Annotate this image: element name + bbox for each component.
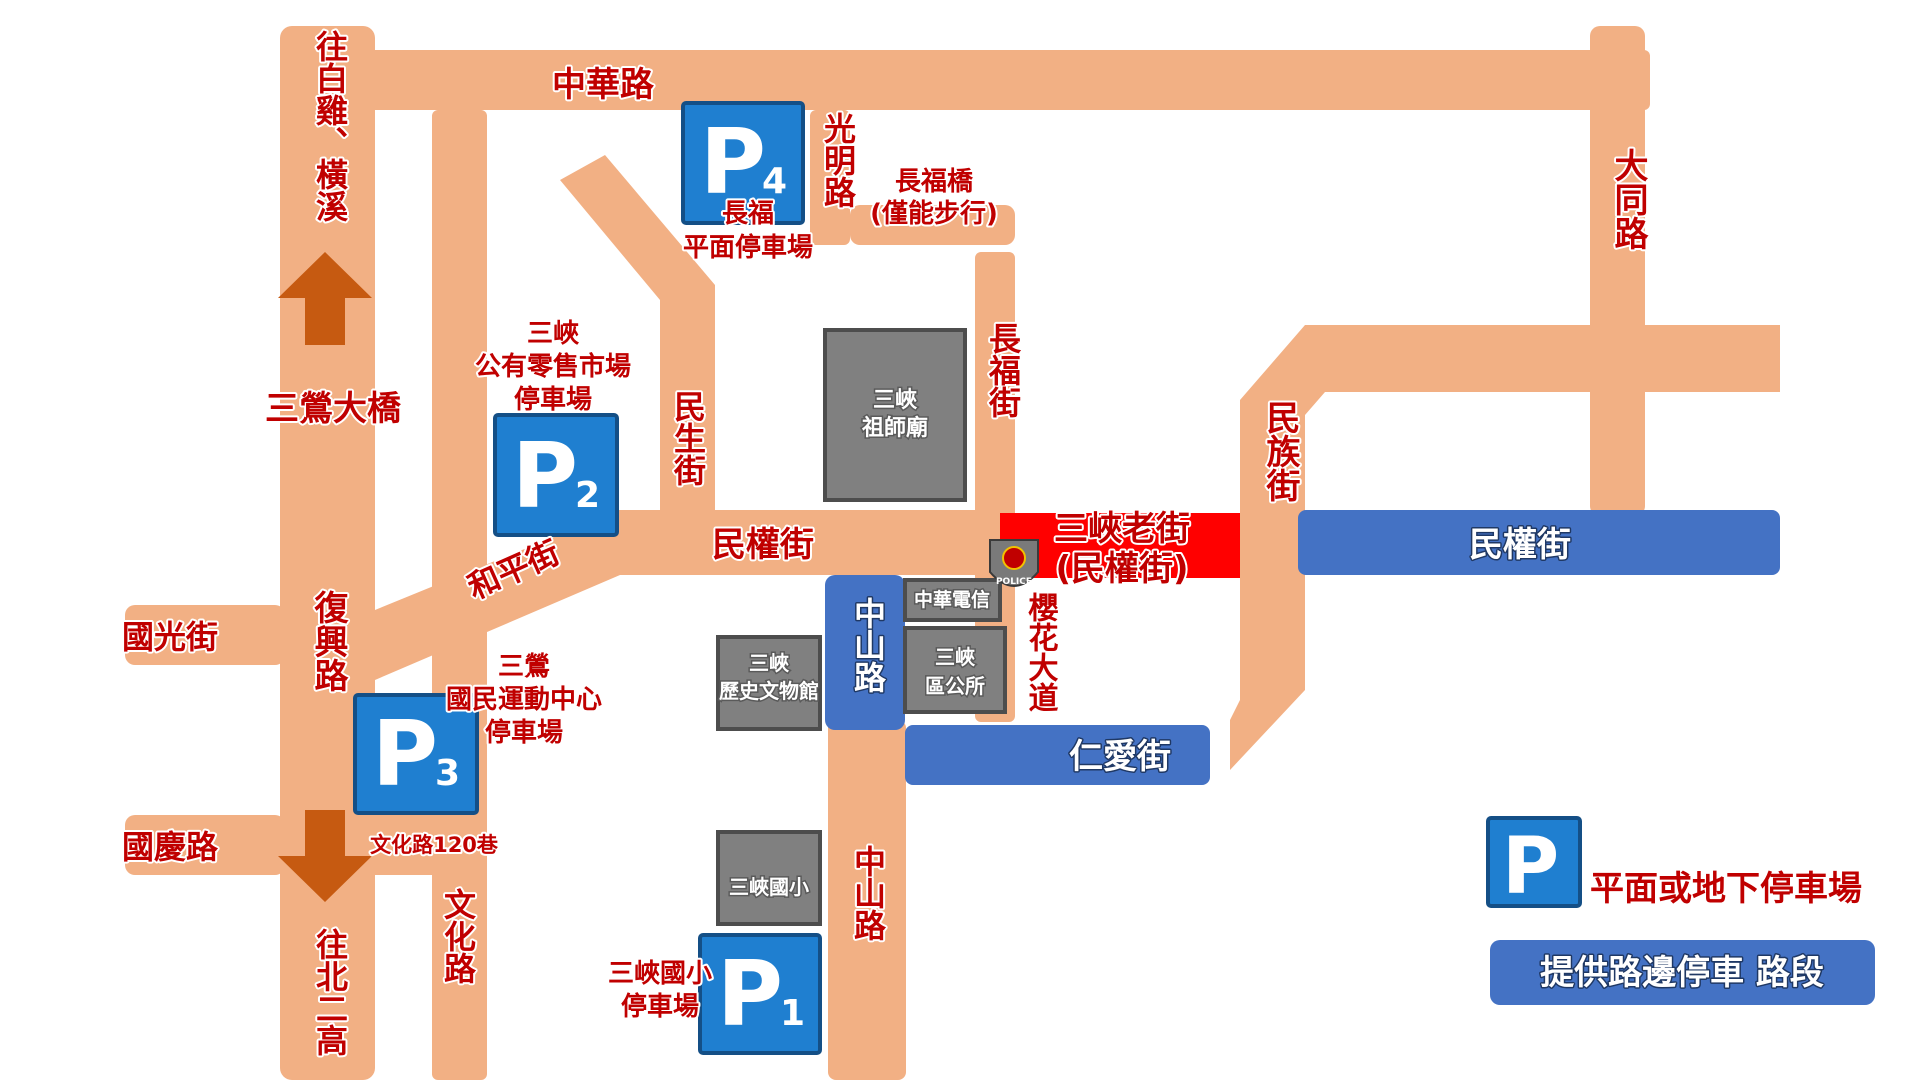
parking-p3-letter: P — [372, 702, 438, 807]
parking-p2: P 2 — [493, 413, 619, 537]
parking-p4-number: 4 — [762, 161, 787, 202]
parking-p1-number: 1 — [780, 993, 805, 1034]
road-minzu — [1230, 325, 1780, 770]
parking-p1: P 1 — [698, 933, 822, 1055]
legend-roadside: 提供路邊停車 路段 — [1490, 940, 1875, 1005]
road-datong — [1590, 26, 1645, 516]
legend-p-letter: P — [1502, 822, 1559, 912]
road-guoqing — [125, 815, 285, 875]
parking-p1-label-line2: 停車場 — [621, 991, 699, 1022]
label-datong-road: 大同路 — [1608, 148, 1648, 250]
road-heping — [375, 510, 620, 680]
building-district-line2: 區公所 — [925, 674, 985, 698]
legend-roadside-label: 提供路邊停車 路段 — [1540, 953, 1824, 993]
old-street-zone — [1000, 513, 1240, 578]
parking-p2-label-line1: 三峽 — [527, 319, 580, 349]
label-guangming-road: 光明路 — [819, 112, 857, 208]
parking-p4-label-line1: 長福 — [722, 199, 774, 229]
south-arrow-icon — [278, 810, 372, 902]
label-zhonghua-road: 中華路 — [552, 65, 655, 105]
parking-p3-label-line3: 停車場 — [485, 717, 563, 748]
label-changfu-bridge-line2: (僅能步行) — [870, 198, 998, 229]
building-zushi-line2: 祖師廟 — [862, 415, 928, 441]
parking-p1-label-line1: 三峽國小 — [608, 959, 712, 989]
label-changfu-st: 長福街 — [984, 322, 1022, 418]
label-changfu-bridge-line1: 長福橋 — [895, 167, 974, 197]
label-fuxing-road: 復興路 — [308, 590, 349, 692]
building-district-line1: 三峽 — [935, 645, 976, 669]
label-yinghua-blvd: 櫻花大道 — [1023, 592, 1060, 713]
building-museum-line2: 歷史文物館 — [719, 679, 819, 703]
parking-p2-label-line2: 公有零售市場 — [475, 351, 631, 382]
parking-p4-label-line2: 平面停車場 — [683, 232, 813, 263]
parking-p3-number: 3 — [435, 753, 460, 794]
legend: P 平面或地下停車場 提供路邊停車 路段 — [1486, 816, 1875, 1005]
police-badge-text: POLICE — [996, 577, 1032, 587]
road-guangming — [810, 110, 850, 245]
building-school: 三峽國小 — [716, 830, 822, 926]
parking-p3-label-line1: 三鶯 — [498, 652, 550, 682]
building-district-office: 三峽 區公所 — [903, 626, 1007, 714]
road-guoguang — [125, 605, 285, 665]
label-wenhua-road: 文化路 — [439, 887, 477, 984]
roadside-minquan-east — [1298, 510, 1780, 575]
parking-p3: P 3 — [353, 693, 479, 815]
parking-p3-label-line2: 國民運動中心 — [446, 685, 602, 715]
label-minquan-east: 民權街 — [1469, 525, 1571, 565]
parking-p1-letter: P — [717, 942, 783, 1047]
north-arrow-icon — [278, 252, 372, 345]
label-old-street-line1: 三峽老街 — [1054, 509, 1190, 549]
label-old-street-line2: (民權街) — [1055, 549, 1188, 589]
police-station-icon: POLICE — [989, 539, 1039, 587]
label-wenhua-lane: 文化路120巷 — [370, 833, 499, 857]
building-museum-line1: 三峽 — [749, 651, 790, 675]
label-minzu-st: 民族街 — [1260, 400, 1301, 502]
road-wenhua-lane — [375, 815, 435, 875]
parking-p2-number: 2 — [575, 475, 600, 516]
roadside-parking-segments — [825, 510, 1780, 785]
road-zhonghua — [280, 50, 1650, 110]
label-minsheng-st: 民生街 — [669, 390, 707, 486]
parking-p4-letter: P — [700, 110, 766, 215]
label-guoguang-st: 國光街 — [122, 618, 218, 656]
parking-p2-letter: P — [512, 424, 578, 529]
label-sanying-bridge: 三鶯大橋 — [265, 389, 401, 429]
road-changfu-bridge — [850, 205, 1015, 245]
label-to-south: 往北二高 — [311, 928, 349, 1056]
label-to-north: 往白雞、橫溪 — [311, 30, 349, 222]
building-telecom: 中華電信 — [903, 578, 1002, 622]
building-zushi: 三峽 祖師廟 — [823, 328, 967, 502]
label-guoqing-road: 國慶路 — [122, 828, 219, 866]
building-museum: 三峽 歷史文物館 — [716, 635, 822, 731]
label-zhongshan-south: 中山路 — [849, 845, 887, 941]
building-telecom-label: 中華電信 — [914, 588, 990, 611]
roadside-zhongshan — [825, 575, 905, 730]
road-zhongshan-south — [828, 720, 906, 1080]
parking-p2-label-line3: 停車場 — [514, 384, 592, 415]
legend-lot-label: 平面或地下停車場 — [1590, 869, 1862, 909]
label-renai-st: 仁愛街 — [1069, 737, 1171, 777]
parking-p4: P 4 — [681, 101, 805, 225]
label-minquan-west: 民權街 — [712, 525, 814, 565]
legend-roadside-swatch — [1490, 940, 1875, 1005]
roadside-renai — [905, 725, 1210, 785]
building-school-label: 三峽國小 — [729, 875, 809, 899]
building-zushi-line1: 三峽 — [873, 388, 918, 413]
legend-parking-icon — [1486, 816, 1582, 908]
legend-parking-lot: P 平面或地下停車場 — [1486, 816, 1864, 912]
road-minsheng — [560, 155, 715, 510]
road-minquan-west — [600, 510, 1010, 575]
label-zhongshan-north: 中山路 — [849, 597, 887, 693]
